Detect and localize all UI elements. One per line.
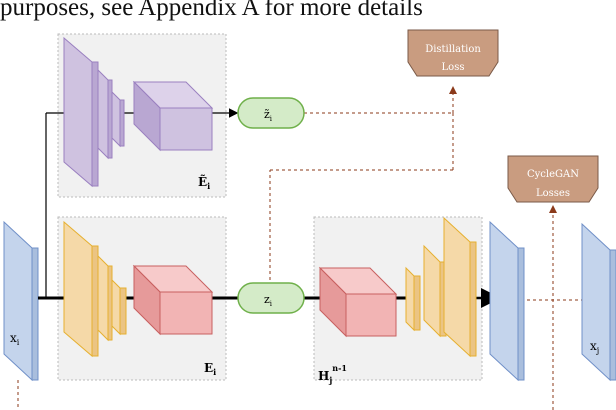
- svg-text:Hjn-1: Hjn-1: [318, 363, 347, 385]
- e-tilde-sub: i: [207, 181, 210, 191]
- svg-text:xj: xj: [590, 339, 599, 355]
- svg-text:z̃i: z̃i: [264, 108, 273, 123]
- svg-text:zi: zi: [264, 293, 273, 308]
- z-tilde-node: z̃i: [237, 97, 305, 129]
- svg-text:Ei: Ei: [204, 361, 216, 377]
- z-tilde-sub: i: [270, 115, 273, 123]
- teacher-encoder-layers: [63, 36, 214, 188]
- svg-text:xi: xi: [10, 331, 20, 347]
- h-label: H: [318, 369, 329, 383]
- z-label: z: [264, 293, 270, 306]
- distillation-loss-label-2: Loss: [442, 62, 465, 73]
- z-tilde-label: z̃: [264, 108, 270, 121]
- xi-sub: i: [17, 338, 20, 347]
- xj-sub: j: [596, 346, 599, 355]
- e-sub: i: [213, 367, 216, 377]
- caption-text: purposes, see Appendix A for more detail…: [0, 0, 423, 21]
- decoder-layers: [405, 216, 477, 358]
- student-encoder-layers: [63, 220, 127, 358]
- cyclegan-loss-label-1: CycleGAN: [527, 169, 579, 180]
- h-sub: j: [328, 375, 332, 385]
- e-tilde-label: Ẽ: [198, 173, 207, 189]
- svg-text:Ẽi: Ẽi: [198, 173, 210, 191]
- xj-label: x: [590, 339, 597, 353]
- cyclegan-loss-box: CycleGAN Losses: [507, 155, 599, 203]
- h-sup: n-1: [332, 363, 347, 373]
- z-sub: i: [270, 300, 273, 308]
- target-image-xj: xj: [581, 222, 616, 382]
- xi-label: x: [10, 331, 17, 345]
- distillation-loss-label-1: Distillation: [425, 44, 481, 55]
- generated-image: [489, 220, 525, 382]
- decoder-block: [318, 266, 398, 338]
- z-node: zi: [237, 282, 305, 314]
- input-image-xi: xi: [3, 220, 39, 382]
- black-connections: [38, 108, 501, 308]
- distillation-dashed-lines: [17, 86, 590, 410]
- cyclegan-loss-label-2: Losses: [536, 188, 570, 199]
- student-encoder-block: [132, 264, 214, 336]
- distillation-loss-box: Distillation Loss: [407, 29, 499, 77]
- e-label: E: [204, 361, 213, 375]
